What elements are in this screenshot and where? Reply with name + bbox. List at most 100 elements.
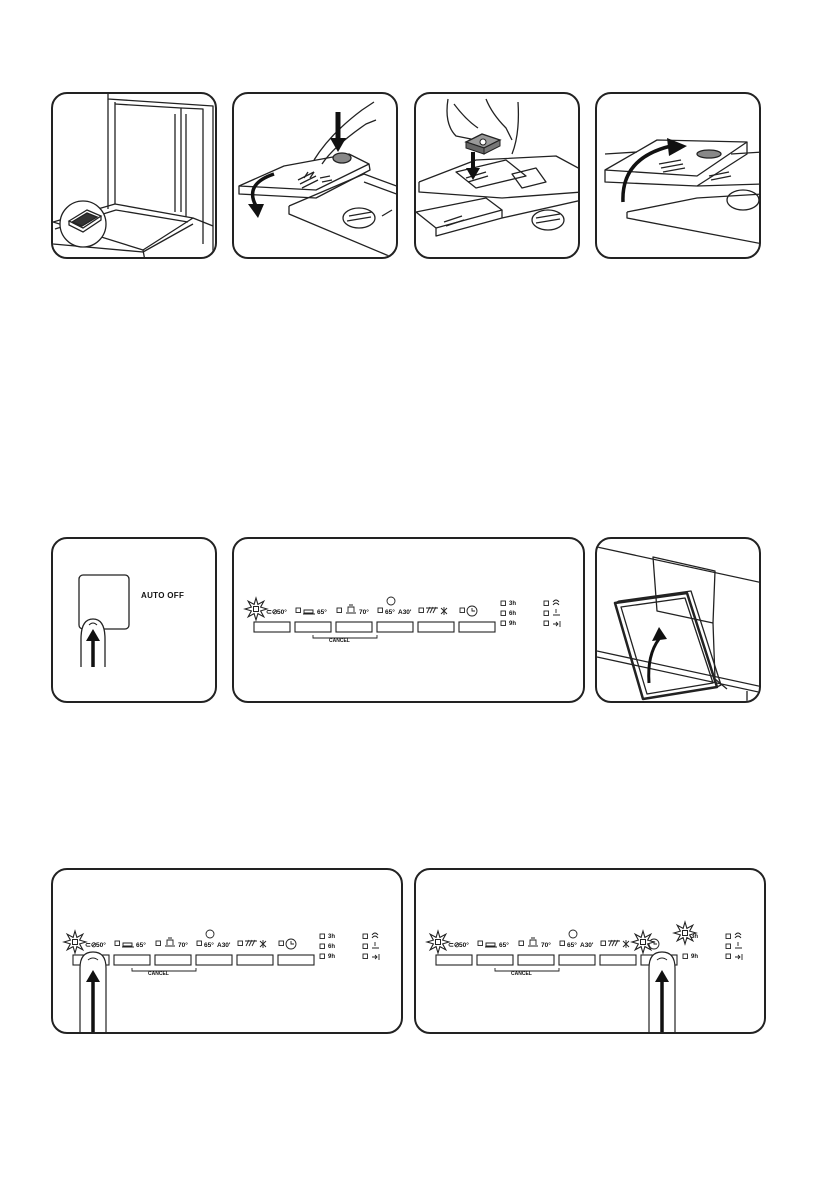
- led-65: [295, 607, 301, 613]
- rinse-aid-icon: [372, 942, 379, 949]
- label-9h: 9h: [509, 621, 516, 627]
- rinse-aid-icon: [735, 942, 742, 949]
- led-6h: [500, 610, 506, 616]
- illustration-close-dispenser-lid: [595, 92, 761, 259]
- panel-button-2: [476, 954, 514, 966]
- illustration-open-dispenser-lid: [232, 92, 398, 259]
- sparkle-icon: [622, 940, 630, 948]
- led-end: [362, 953, 368, 959]
- led-salt: [543, 600, 549, 606]
- label-70: 70°: [178, 941, 188, 949]
- label-a30: A30': [580, 942, 594, 949]
- illustration-auto-off-button: AUTO OFF: [51, 537, 217, 703]
- delay-clock-icon: [285, 938, 297, 950]
- panel-button-1: [253, 621, 291, 633]
- led-9h: [500, 620, 506, 626]
- panel-button-4: [376, 621, 414, 633]
- eco-clock-icon: [205, 929, 215, 939]
- led-rinse-aid: [362, 943, 368, 949]
- label-65a30: 65°: [204, 941, 214, 949]
- label-65a30: 65°: [567, 941, 577, 949]
- rinse-icon: [426, 606, 438, 614]
- label-65a30: 65°: [385, 608, 395, 616]
- led-9h: [319, 953, 325, 959]
- led-65: [477, 940, 483, 946]
- led-rinse-aid: [543, 610, 549, 616]
- cancel-bracket: [312, 635, 378, 639]
- delay-clock-icon: [466, 605, 478, 617]
- led-6h: [319, 943, 325, 949]
- label-a30: A30': [217, 942, 231, 949]
- panel-button-6: [277, 954, 315, 966]
- led-70: [518, 940, 524, 946]
- illustration-insert-detergent: [414, 92, 580, 259]
- led-70: [336, 607, 342, 613]
- panel-button-5: [236, 954, 274, 966]
- end-icon: [735, 954, 743, 960]
- label-3h: 3h: [509, 601, 516, 607]
- panel-button-5: [417, 621, 455, 633]
- led-delay: [278, 940, 284, 946]
- eco-clock-icon: [386, 596, 396, 606]
- panel-button-4: [558, 954, 596, 966]
- led-delay: [459, 607, 465, 613]
- panel-button-1: [435, 954, 473, 966]
- rinse-aid-icon: [553, 609, 560, 616]
- cancel-bracket: [131, 968, 197, 972]
- label-65: 65°: [499, 941, 509, 949]
- led-end: [725, 953, 731, 959]
- led-65: [114, 940, 120, 946]
- panel-button-2: [294, 621, 332, 633]
- panel-button-2: [113, 954, 151, 966]
- illustration-close-door: [595, 537, 761, 703]
- led-rinse-aid: [725, 943, 731, 949]
- led-3h: [500, 600, 506, 606]
- led-70: [155, 940, 161, 946]
- led-end: [543, 620, 549, 626]
- led-65a30: [559, 940, 565, 946]
- led-salt: [725, 933, 731, 939]
- panel-button-3: [517, 954, 555, 966]
- label-50: 50°: [277, 608, 287, 616]
- rinse-icon: [608, 939, 620, 947]
- rinse-icon: [245, 939, 257, 947]
- led-65a30: [196, 940, 202, 946]
- salt-icon: [734, 932, 742, 939]
- panel-button-6: [458, 621, 496, 633]
- label-6h: 6h: [328, 944, 335, 950]
- end-icon: [553, 621, 561, 627]
- label-a30: A30': [398, 609, 412, 616]
- led-3h: [319, 933, 325, 939]
- label-65: 65°: [317, 608, 327, 616]
- label-3h: 3h: [328, 934, 335, 940]
- label-65: 65°: [136, 941, 146, 949]
- salt-icon: [371, 932, 379, 939]
- eco-clock-icon: [568, 929, 578, 939]
- pot-icon: [346, 604, 356, 614]
- cup-icon: [122, 942, 134, 948]
- sparkle-icon: [440, 607, 448, 615]
- svg-text:⊂⊘: ⊂⊘: [85, 942, 97, 949]
- svg-text:⊂⊘: ⊂⊘: [266, 609, 278, 616]
- label-70: 70°: [359, 608, 369, 616]
- cup-icon: [303, 609, 315, 615]
- label-50: 50°: [96, 941, 106, 949]
- cup-icon: [485, 942, 497, 948]
- label-6h: 6h: [509, 611, 516, 617]
- led-rinse: [600, 940, 606, 946]
- illustration-open-dishwasher: [51, 92, 217, 259]
- panel-button-3: [154, 954, 192, 966]
- led-rinse: [418, 607, 424, 613]
- salt-icon: [552, 599, 560, 606]
- label-9h: 9h: [691, 954, 698, 960]
- cancel-bracket: [494, 968, 560, 972]
- led-rinse: [237, 940, 243, 946]
- led-65a30: [377, 607, 383, 613]
- label-50: 50°: [459, 941, 469, 949]
- panel-button-3: [335, 621, 373, 633]
- sparkle-icon: [259, 940, 267, 948]
- panel-button-5: [599, 954, 637, 966]
- pot-icon: [165, 937, 175, 947]
